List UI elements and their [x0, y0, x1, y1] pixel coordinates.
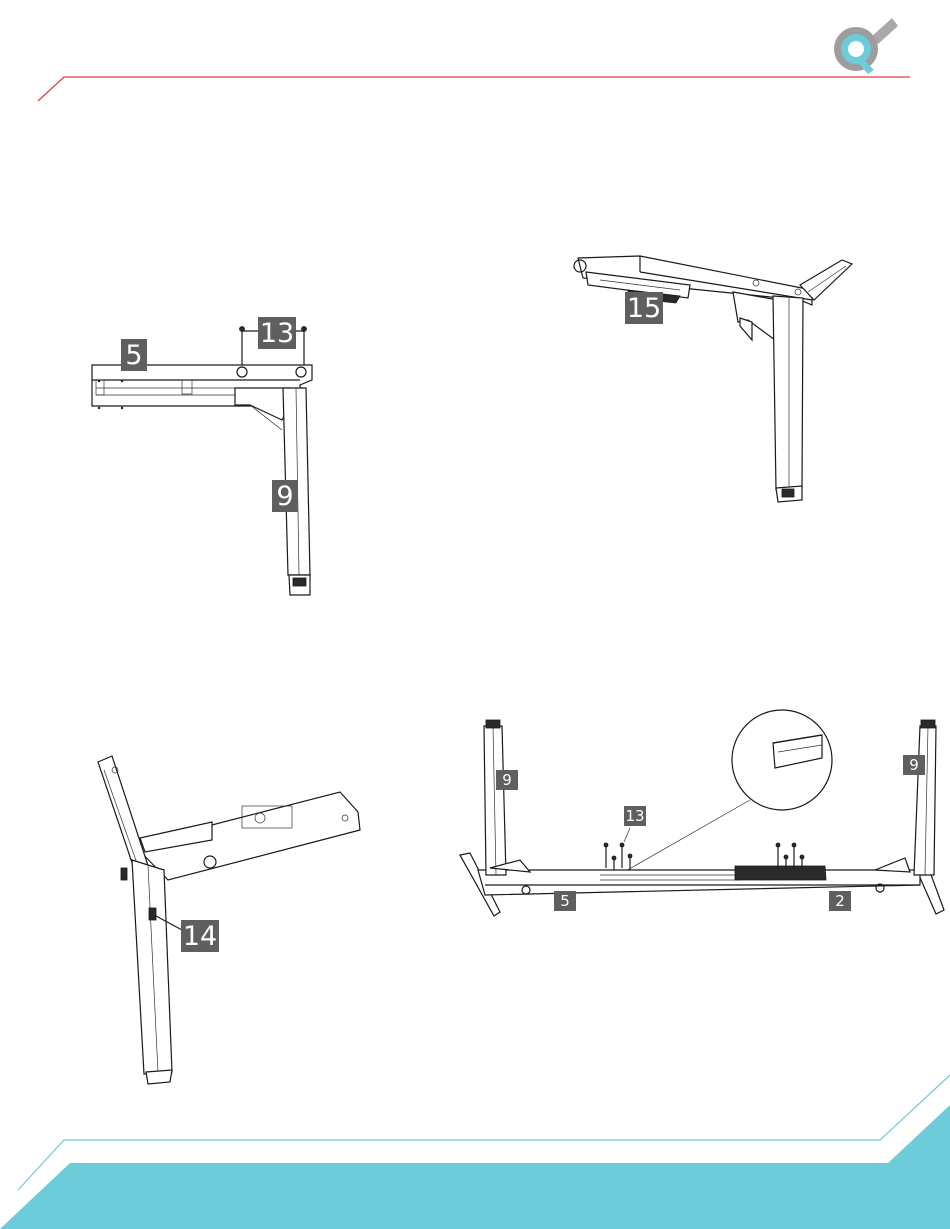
footer-band — [0, 0, 950, 1229]
